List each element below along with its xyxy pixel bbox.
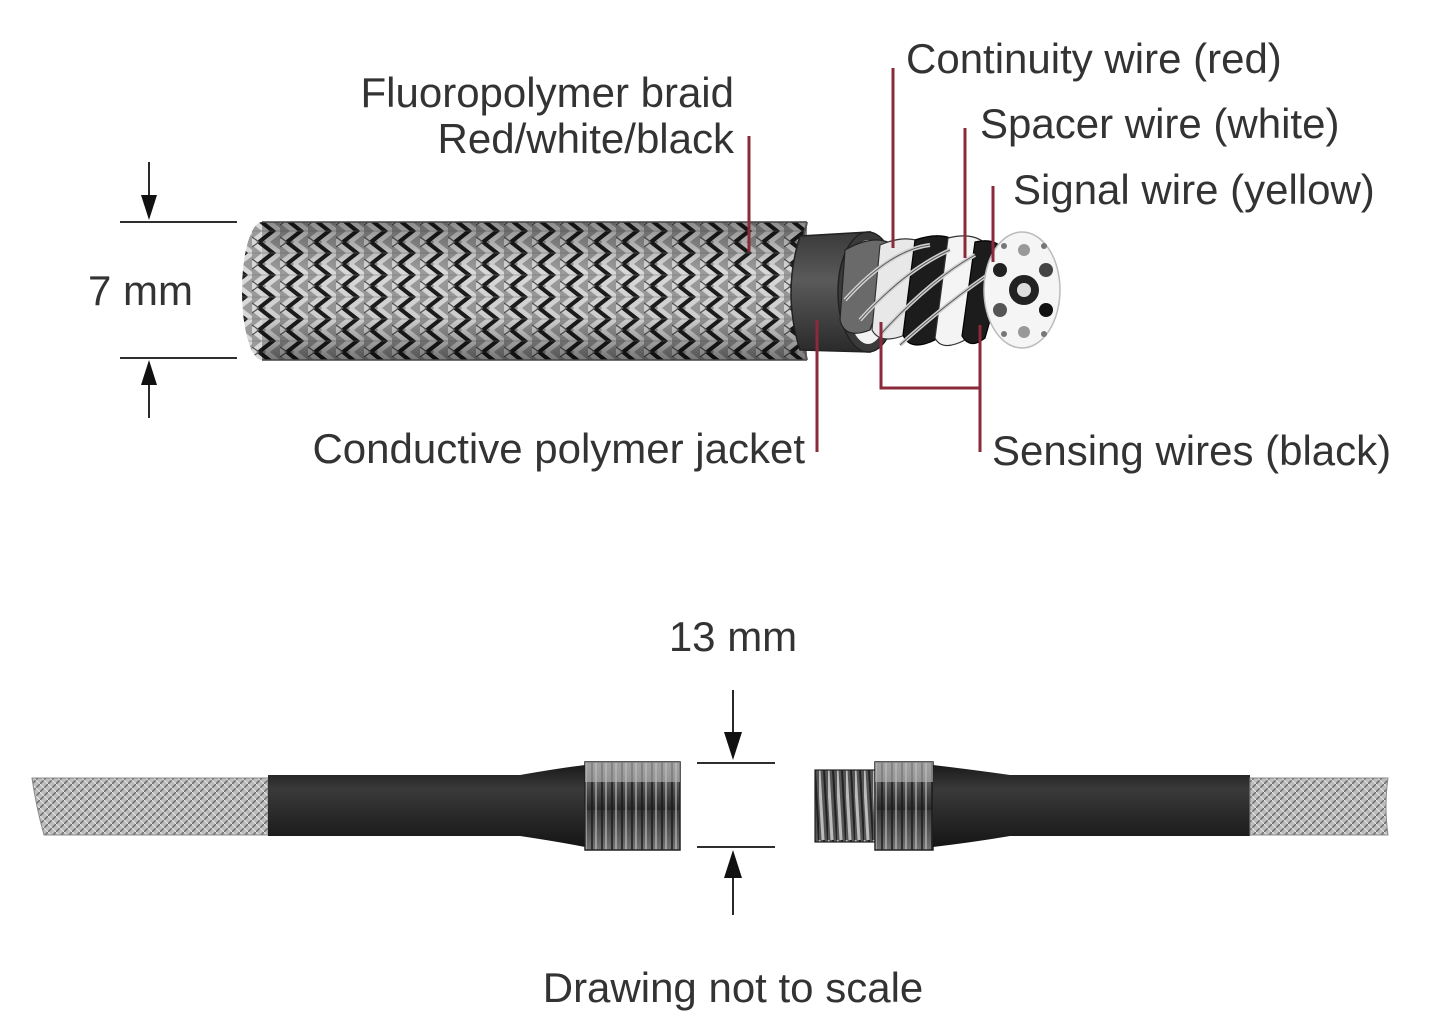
- signal-wire-label: Signal wire (yellow): [1013, 166, 1375, 213]
- dimension-7mm: 7 mm: [88, 162, 237, 418]
- braid-label-line2: Red/white/black: [438, 115, 735, 162]
- spacer-wire-label: Spacer wire (white): [980, 100, 1339, 147]
- leader-sensing: [879, 322, 980, 390]
- fluoropolymer-braid: [242, 221, 808, 361]
- cable-end-face: [983, 231, 1061, 349]
- cable-cutaway: [242, 221, 1061, 361]
- cable-diameter-label: 7 mm: [88, 267, 193, 314]
- sensing-wires-label: Sensing wires (black): [992, 427, 1391, 474]
- leader-lines: [747, 68, 995, 452]
- cable-left-end: [31, 761, 681, 851]
- not-to-scale-note: Drawing not to scale: [543, 964, 924, 1011]
- braid-label-line1: Fluoropolymer braid: [361, 69, 735, 116]
- jacket-label: Conductive polymer jacket: [312, 425, 805, 472]
- continuity-wire-label: Continuity wire (red): [906, 35, 1282, 82]
- connector-diameter-label: 13 mm: [669, 613, 797, 660]
- threaded-male-connector: [814, 769, 878, 843]
- cable-right-end: [814, 761, 1389, 851]
- twisted-wires: [839, 235, 1009, 347]
- dimension-13mm: 13 mm: [669, 613, 797, 915]
